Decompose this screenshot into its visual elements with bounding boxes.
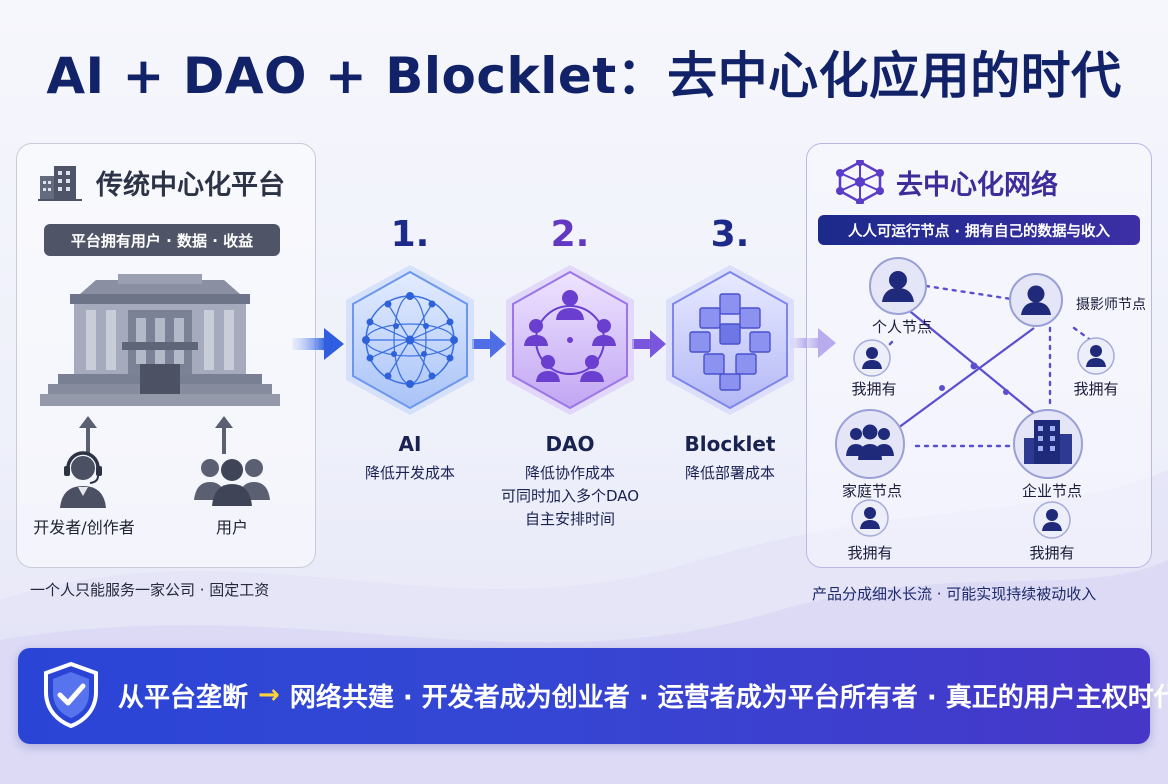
dao-community-icon (506, 265, 634, 415)
flow-arrow-3 (632, 330, 666, 358)
decentralized-network-title: 去中心化网络 (896, 169, 1058, 201)
step-3-desc: 降低部署成本 (684, 464, 775, 482)
step-2-name: DAO (545, 432, 595, 456)
blocklet-cubes-icon (666, 265, 794, 415)
decentralized-caption: 产品分成细水长流 · 可能实现持续被动收入 (812, 585, 1097, 603)
network-graph (835, 257, 1115, 539)
family-node-label: 家庭节点 (841, 482, 902, 500)
step-1-number: 1. (390, 214, 430, 255)
centralized-platform-title: 传统中心化平台 (96, 169, 285, 201)
step-2-desc-3: 自主安排时间 (524, 510, 615, 528)
banner-text: 从平台垄断 → 网络共建 · 开发者成为创业者 · 运营者成为平台所有者 · 真… (118, 672, 1168, 718)
step-1-desc: 降低开发成本 (364, 464, 455, 482)
platform-ownership-badge: 平台拥有用户 · 数据 · 收益 (44, 224, 280, 256)
step-3-name: Blocklet (684, 432, 776, 456)
flow-arrow-1 (292, 328, 344, 360)
photographer-owner-label: 我拥有 (1073, 380, 1119, 398)
node-ownership-badge: 人人可运行节点 · 拥有自己的数据与收入 (818, 215, 1140, 245)
step-2-number: 2. (550, 214, 590, 255)
summary-banner (18, 648, 1150, 744)
step-3-number: 3. (710, 214, 750, 255)
banner-arrow: → (258, 680, 280, 710)
personal-owner-label: 我拥有 (851, 380, 897, 398)
government-building-icon (40, 274, 280, 406)
step-2-desc-2: 可同时加入多个DAO (500, 487, 640, 505)
personal-node-label: 个人节点 (871, 318, 932, 336)
office-building-icon (38, 166, 82, 201)
page-title: AI + DAO + Blocklet：去中心化应用的时代 (46, 47, 1122, 105)
network-nodes-icon (836, 160, 884, 204)
banner-part-1: 从平台垄断 (118, 682, 249, 713)
enterprise-owner-label: 我拥有 (1029, 544, 1075, 562)
banner-part-2: 网络共建 · 开发者成为创业者 · 运营者成为平台所有者 · 真正的用户主权时代 (289, 682, 1168, 713)
centralized-platform-header: 传统中心化平台 (38, 162, 285, 202)
users-group-icon (194, 459, 270, 506)
step-1-name: AI (398, 432, 422, 456)
developer-label: 开发者/创作者 (33, 518, 135, 537)
decentralized-network-header: 去中心化网络 (836, 160, 1058, 204)
family-owner-label: 我拥有 (847, 544, 893, 562)
flow-arrow-2 (472, 330, 506, 358)
enterprise-node-label: 企业节点 (1021, 482, 1082, 500)
upward-arrows (79, 416, 233, 454)
user-label: 用户 (215, 518, 248, 537)
developer-headset-icon (60, 451, 106, 508)
shield-check-icon (44, 662, 98, 728)
step-2-desc-1: 降低协作成本 (524, 464, 615, 482)
photographer-node-label: 摄影师节点 (1076, 297, 1146, 313)
ai-network-sphere-icon (346, 265, 474, 415)
centralized-caption: 一个人只能服务一家公司 · 固定工资 (30, 581, 270, 599)
